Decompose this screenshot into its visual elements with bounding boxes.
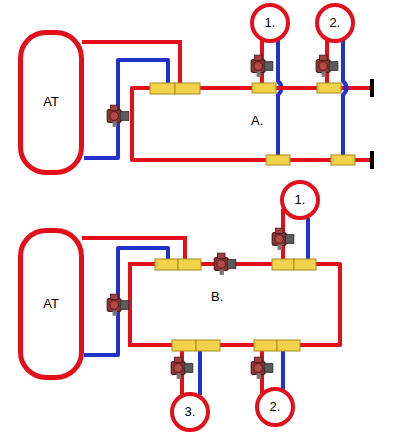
return-pipe bbox=[84, 60, 168, 158]
tee-fitting bbox=[252, 83, 276, 93]
return-pipe bbox=[281, 347, 285, 390]
manifold bbox=[150, 83, 175, 94]
return-pipe bbox=[343, 40, 347, 157]
node-label: AT bbox=[43, 95, 59, 109]
heating-circuit: 2. bbox=[315, 3, 355, 43]
manifold bbox=[272, 259, 294, 270]
pump bbox=[214, 253, 236, 275]
manifold bbox=[172, 340, 196, 351]
loop-pipe bbox=[130, 264, 340, 345]
node-label: AT bbox=[43, 297, 59, 311]
return-pipe bbox=[306, 218, 310, 262]
section-label: B. bbox=[210, 290, 224, 304]
pipe-cap bbox=[370, 151, 374, 169]
manifold bbox=[254, 340, 277, 351]
manifold bbox=[277, 340, 300, 351]
pump bbox=[251, 55, 273, 77]
pump bbox=[107, 294, 129, 316]
manifold bbox=[155, 259, 178, 270]
return-pipe bbox=[278, 40, 282, 157]
manifold bbox=[294, 259, 316, 270]
manifold bbox=[175, 83, 200, 94]
storage-tank: AT bbox=[18, 228, 84, 380]
supply-pipe bbox=[200, 86, 370, 90]
storage-tank: AT bbox=[18, 30, 84, 175]
tee-fitting bbox=[331, 155, 355, 165]
node-label: 1. bbox=[265, 16, 276, 30]
supply-pipe bbox=[82, 238, 185, 395]
supply-pipe bbox=[82, 40, 262, 88]
tee-fitting bbox=[266, 155, 290, 165]
manifold bbox=[196, 340, 220, 351]
heating-circuit: 2. bbox=[255, 387, 295, 427]
supply-pipe bbox=[82, 208, 283, 264]
pump bbox=[107, 105, 129, 127]
manifold bbox=[178, 259, 201, 270]
pump bbox=[251, 357, 273, 379]
node-label: 3. bbox=[185, 405, 196, 419]
return-pipe bbox=[84, 248, 168, 355]
pump bbox=[272, 228, 294, 250]
tee-fitting bbox=[317, 83, 341, 93]
pipe-cap bbox=[370, 79, 374, 97]
heating-circuit: 1. bbox=[280, 180, 320, 220]
node-label: 1. bbox=[295, 193, 306, 207]
section-label: A. bbox=[250, 114, 264, 128]
supply-pipe bbox=[82, 40, 327, 88]
supply-pipe bbox=[82, 238, 262, 393]
pump bbox=[316, 55, 338, 77]
node-label: 2. bbox=[270, 400, 281, 414]
heating-circuit: 1. bbox=[250, 3, 290, 43]
heating-circuit: 3. bbox=[170, 392, 210, 432]
return-pipe bbox=[132, 88, 370, 160]
node-label: 2. bbox=[330, 16, 341, 30]
return-pipe bbox=[198, 347, 202, 395]
pump bbox=[171, 357, 193, 379]
